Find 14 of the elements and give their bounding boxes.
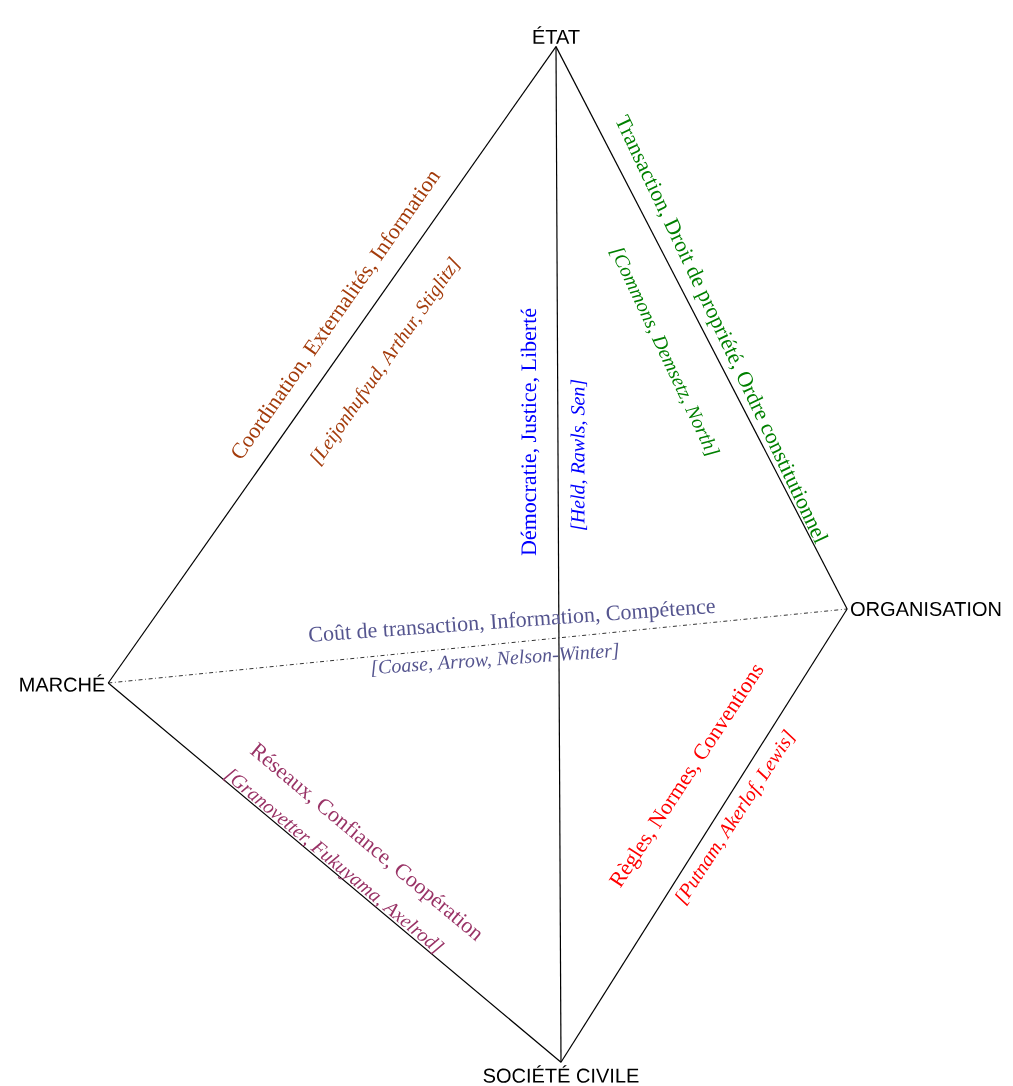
vertex-label: ORGANISATION — [851, 601, 1001, 617]
author-list: [Coase, Arrow, Nelson-Winter] — [372, 642, 619, 677]
vertex-label: ÉTAT — [533, 26, 580, 44]
connector-line — [107, 682, 562, 1063]
connector-line — [560, 608, 848, 1063]
author-list: [Held, Rawls, Sen] — [570, 379, 588, 530]
edge-label: Démocratie, Justice, Liberté — [520, 308, 540, 556]
edge-label: Coût de transaction, Information, Compétence — [309, 600, 715, 642]
connector-line — [555, 46, 848, 610]
connector-line — [555, 46, 562, 1063]
connector-line — [107, 608, 848, 684]
vertex-label: MARCHÉ — [20, 674, 105, 692]
vertex-label: SOCIÉTÉ CIVILE — [483, 1065, 639, 1083]
connector-line — [107, 46, 557, 684]
